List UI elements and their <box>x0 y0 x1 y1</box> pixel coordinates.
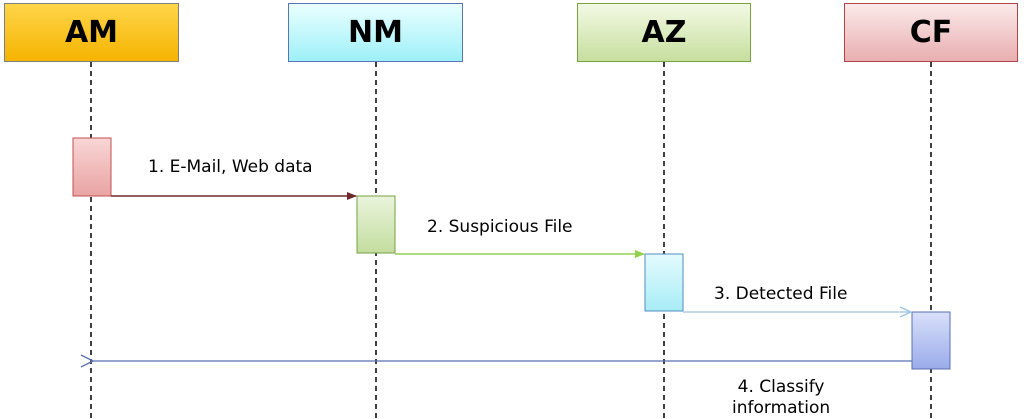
actor-az-label: AZ <box>641 15 687 50</box>
actor-az-box: AZ <box>577 3 751 62</box>
message-label-4-line2: information <box>732 398 831 418</box>
actor-nm-label: NM <box>348 15 403 50</box>
actor-cf-label: CF <box>909 15 953 50</box>
activation-az <box>644 253 684 312</box>
message-label-2: 2. Suspicious File <box>427 217 573 237</box>
message-label-4-line1: 4. Classify <box>737 377 825 397</box>
actor-am-label: AM <box>64 15 119 50</box>
message-label-3: 3. Detected File <box>714 284 848 304</box>
actor-am-box: AM <box>4 3 179 62</box>
actor-nm-box: NM <box>288 3 463 62</box>
activation-nm <box>356 195 396 254</box>
message-label-1: 1. E-Mail, Web data <box>148 157 313 177</box>
activation-am <box>72 137 112 197</box>
actor-cf-box: CF <box>844 3 1018 62</box>
activation-cf <box>911 311 951 370</box>
message-label-4: 4. Classify information <box>732 377 830 419</box>
